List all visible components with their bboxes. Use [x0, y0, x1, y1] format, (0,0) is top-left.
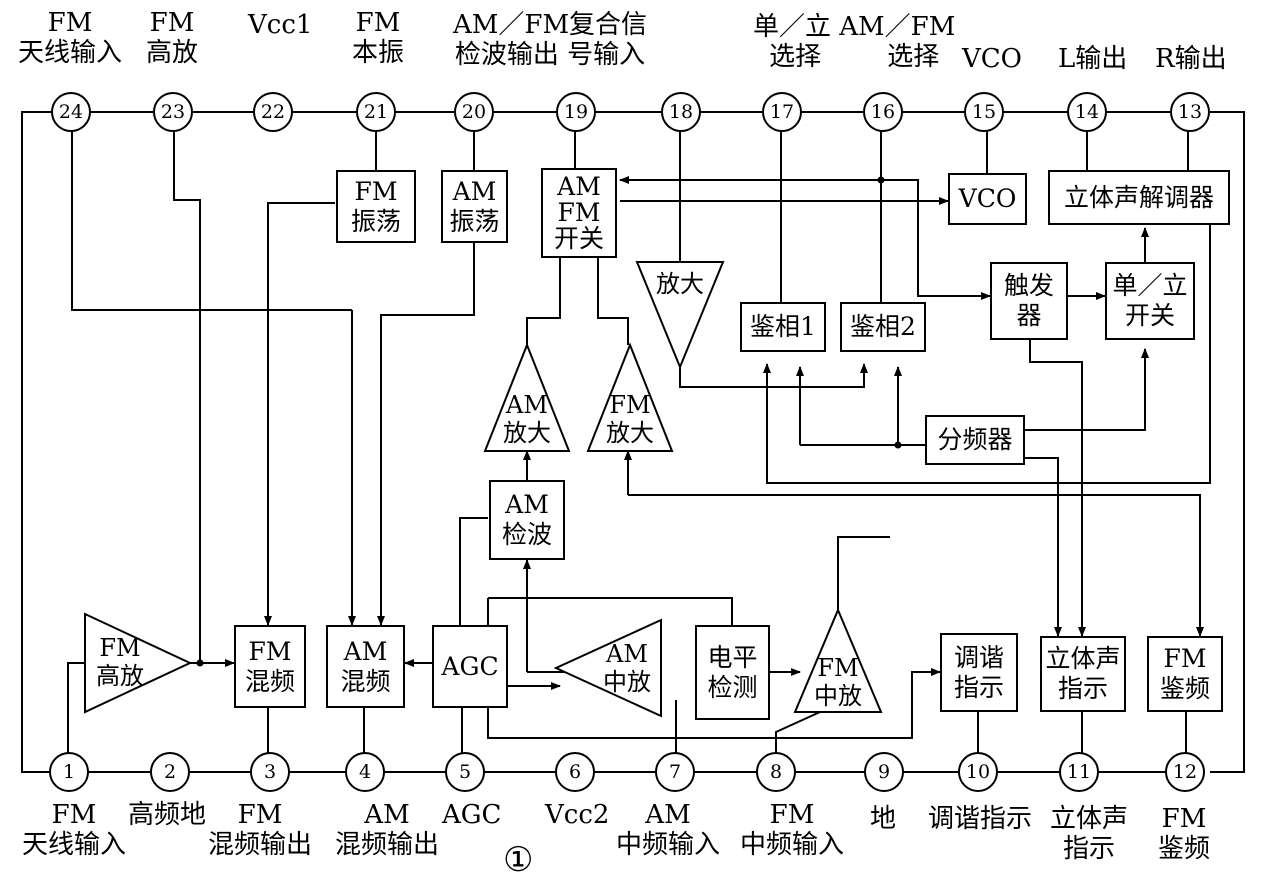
am-if-amplifier-triangle: AM 中放: [553, 618, 662, 718]
phase-detector-1-block: 鉴相1: [740, 302, 826, 352]
am-if-amplifier-label: AM 中放: [603, 640, 651, 696]
label-pin6: Vcc2: [545, 800, 610, 830]
pin-4: 4: [345, 752, 385, 792]
frequency-divider-block: 分频器: [925, 415, 1025, 465]
label-pin12: FM 鉴频: [1158, 804, 1211, 864]
am-fm-switch-block: AM FM 开关: [541, 168, 617, 258]
pin-17: 17: [762, 92, 802, 132]
label-pin7: AM 中频输入: [616, 800, 721, 860]
label-pin23: FM 高放: [146, 8, 199, 68]
am-amplifier-label: AM 放大: [503, 391, 551, 447]
pin-16: 16: [863, 92, 903, 132]
fm-oscillator-block: FM 振荡: [336, 170, 416, 243]
label-pin14: L输出: [1058, 44, 1128, 74]
phase-detector-2-block: 鉴相2: [840, 302, 926, 352]
tuning-indicator-block: 调谐 指示: [940, 633, 1018, 712]
pin-15: 15: [964, 92, 1004, 132]
agc-block: AGC: [432, 625, 508, 708]
am-mixer-block: AM 混频: [326, 625, 405, 708]
fm-discriminator-block: FM 鉴频: [1147, 636, 1223, 712]
pin-3: 3: [250, 752, 290, 792]
pin-5: 5: [445, 752, 485, 792]
stereo-indicator-block: 立体声 指示: [1040, 636, 1126, 712]
label-pin15: VCO: [962, 44, 1022, 74]
fm-if-amplifier-triangle: FM 中放: [793, 607, 883, 713]
amplifier-label: 放大: [656, 270, 704, 298]
fm-rf-amplifier-triangle: FM 高放: [84, 612, 193, 714]
mono-stereo-switch-block: 单／立 开关: [1105, 262, 1195, 340]
fm-amplifier-label: FM 放大: [606, 391, 654, 447]
fm-if-amplifier-label: FM 中放: [814, 654, 862, 710]
pin-7: 7: [655, 752, 695, 792]
label-pin24: FM 天线输入: [18, 8, 123, 68]
label-pin22: Vcc1: [248, 10, 313, 40]
label-pin1: FM 天线输入: [22, 800, 127, 860]
label-pin20-19-18: AM／FM复合信 检波输出 号输入: [453, 10, 648, 70]
label-pin10: 调谐指示: [928, 804, 1033, 834]
label-pin4: AM 混频输出: [335, 800, 440, 860]
am-oscillator-block: AM 振荡: [441, 170, 508, 243]
pin-24: 24: [51, 92, 91, 132]
pin-23: 23: [153, 92, 193, 132]
amplifier-triangle: 放大: [635, 261, 725, 370]
label-pin3: FM 混频输出: [208, 800, 313, 860]
pin-20: 20: [454, 92, 494, 132]
figure-number: ①: [503, 840, 534, 880]
pin-1: 1: [49, 752, 89, 792]
pin-11: 11: [1059, 752, 1099, 792]
pin-6: 6: [555, 752, 595, 792]
fm-mixer-block: FM 混频: [234, 625, 306, 708]
fm-amplifier-triangle: FM 放大: [586, 342, 674, 452]
label-pin2: 高频地: [128, 800, 207, 830]
label-pin17-16: 单／立 AM／FM 选择 选择: [753, 12, 956, 72]
stereo-decoder-block: 立体声解调器: [1048, 170, 1230, 225]
vco-block: VCO: [948, 173, 1027, 225]
pin-10: 10: [958, 752, 998, 792]
label-pin13: R输出: [1155, 44, 1227, 74]
pin-21: 21: [356, 92, 396, 132]
label-pin8: FM 中频输入: [740, 800, 845, 860]
level-detector-block: 电平 检测: [695, 625, 770, 720]
label-pin11: 立体声 指示: [1050, 804, 1129, 864]
pin-19: 19: [556, 92, 596, 132]
am-detector-block: AM 检波: [489, 480, 565, 560]
label-pin21: FM 本振: [352, 8, 405, 68]
label-pin5: AGC: [442, 800, 502, 830]
fm-rf-amplifier-label: FM 高放: [96, 634, 144, 690]
pin-12: 12: [1165, 752, 1205, 792]
label-pin9: 地: [870, 804, 897, 834]
pin-22: 22: [253, 92, 293, 132]
pin-18: 18: [661, 92, 701, 132]
am-amplifier-triangle: AM 放大: [483, 342, 571, 452]
pin-2: 2: [150, 752, 190, 792]
pin-9: 9: [864, 752, 904, 792]
trigger-block: 触发 器: [990, 262, 1068, 340]
pin-13: 13: [1170, 92, 1210, 132]
pin-8: 8: [756, 752, 796, 792]
pin-14: 14: [1067, 92, 1107, 132]
